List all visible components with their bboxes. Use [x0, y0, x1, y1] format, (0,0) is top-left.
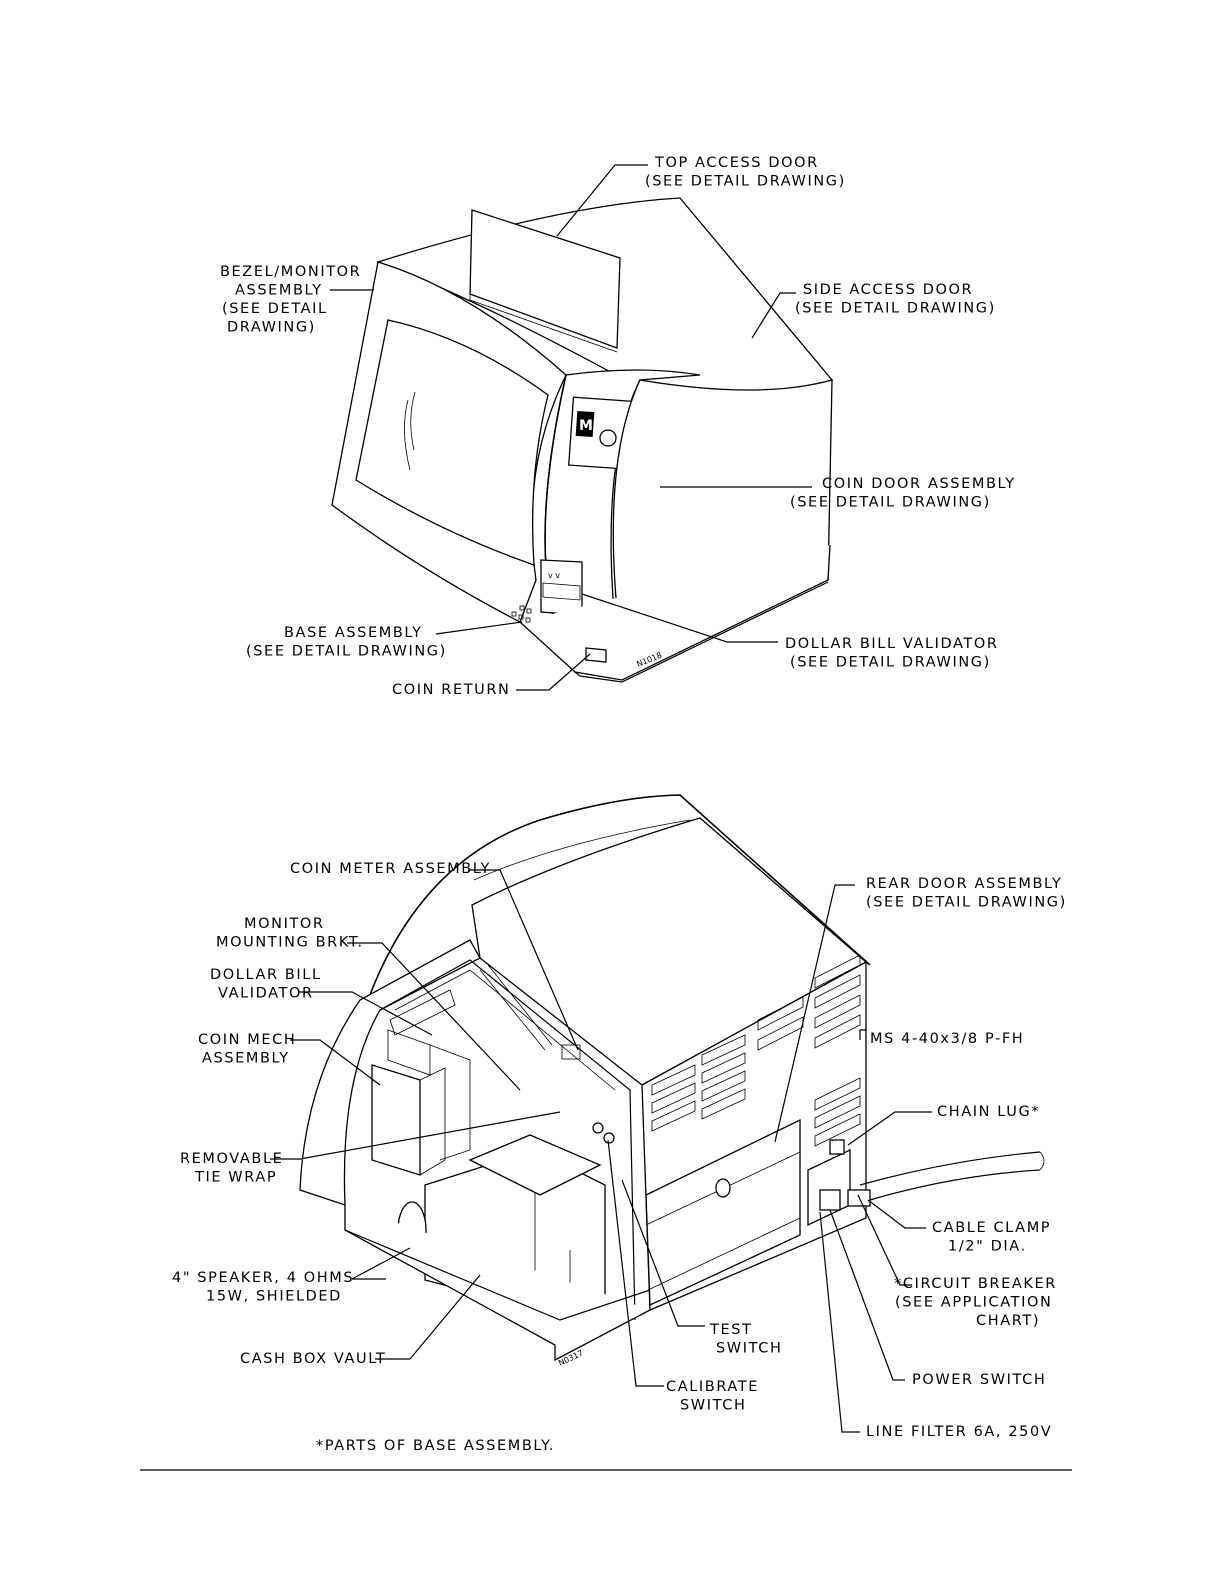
callout-label-coin-mech: COIN MECH: [198, 1032, 296, 1048]
cabinet-front-view: M v v N1018: [331, 197, 834, 683]
callout-label-test-switch: TEST: [709, 1322, 752, 1338]
callout-label-speaker: 4" SPEAKER, 4 OHMS: [172, 1270, 354, 1286]
top-access-door-flap: [469, 209, 621, 349]
callout-labels: TOP ACCESS DOOR (SEE DETAIL DRAWING) BEZEL…: [172, 155, 1067, 1454]
footnote: *PARTS OF BASE ASSEMBLY.: [316, 1438, 555, 1454]
callout-label-test-switch: SWITCH: [716, 1341, 782, 1357]
callout-label-top-access-door: TOP ACCESS DOOR: [654, 155, 819, 171]
callout-label-bezel-monitor: (SEE DETAIL: [222, 301, 328, 317]
callout-label-circuit-breaker: (SEE APPLICATION: [895, 1295, 1052, 1311]
callout-label-monitor-bracket: MONITOR: [244, 916, 325, 932]
callout-label-line-filter: LINE FILTER 6A, 250V: [866, 1424, 1052, 1440]
callout-label-bezel-monitor: BEZEL/MONITOR: [220, 264, 361, 280]
callout-label-chain-lug: CHAIN LUG*: [937, 1104, 1040, 1120]
callout-label-speaker: 15W, SHIELDED: [206, 1289, 342, 1305]
callout-label-dbv: DOLLAR BILL: [210, 967, 322, 983]
callout-label-coin-return: COIN RETURN: [392, 682, 511, 698]
callout-label-dbv: VALIDATOR: [218, 986, 314, 1002]
base-tray: [344, 1205, 651, 1362]
callout-label-tie-wrap: TIE WRAP: [194, 1170, 277, 1186]
callout-label-dollar-bill-validator: (SEE DETAIL DRAWING): [790, 655, 991, 671]
callout-label-cable-clamp: CABLE CLAMP: [932, 1220, 1051, 1236]
callout-label-coin-door: (SEE DETAIL DRAWING): [790, 495, 991, 511]
base-plinth: [519, 544, 831, 681]
callout-label-base-assembly: (SEE DETAIL DRAWING): [246, 644, 447, 660]
coin-return-slot: [585, 647, 607, 663]
svg-text:v v: v v: [548, 571, 560, 580]
callout-label-side-access-door: SIDE ACCESS DOOR: [803, 282, 973, 298]
callout-label-base-assembly: BASE ASSEMBLY: [284, 625, 423, 641]
callout-label-top-access-door: (SEE DETAIL DRAWING): [645, 174, 846, 190]
callout-label-rear-door: REAR DOOR ASSEMBLY: [866, 876, 1062, 892]
callout-label-coin-door: COIN DOOR ASSEMBLY: [822, 476, 1016, 492]
callout-label-coin-mech: ASSEMBLY: [202, 1051, 290, 1067]
callout-label-cable-clamp: 1/2" DIA.: [948, 1239, 1027, 1255]
cabinet-rear-view: N0317: [299, 794, 1045, 1368]
callout-label-bezel-monitor: DRAWING): [227, 320, 316, 336]
coin-mech-box: [371, 1064, 421, 1176]
callout-label-circuit-breaker: CHART): [976, 1313, 1040, 1329]
bill-validator-slot: [540, 559, 583, 616]
callout-label-cash-box: CASH BOX VAULT: [240, 1351, 386, 1367]
callout-label-side-access-door: (SEE DETAIL DRAWING): [795, 301, 996, 317]
svg-text:M: M: [579, 418, 593, 434]
callout-label-dollar-bill-validator: DOLLAR BILL VALIDATOR: [785, 636, 999, 652]
bottom-view-leaders: [270, 869, 932, 1433]
callout-label-calibrate-switch: CALIBRATE: [666, 1379, 759, 1395]
callout-label-tie-wrap: REMOVABLE: [180, 1151, 283, 1167]
callout-label-ms-screw: MS 4-40x3/8 P-FH: [870, 1031, 1024, 1047]
top-view-leaders: [330, 164, 812, 691]
monitor-screen: [355, 319, 549, 566]
callout-label-monitor-bracket: MOUNTING BRKT.: [216, 935, 364, 951]
callout-label-power-switch: POWER SWITCH: [912, 1372, 1046, 1388]
callout-label-calibrate-switch: SWITCH: [680, 1398, 746, 1414]
bezel-shell: [299, 939, 481, 1206]
callout-label-bezel-monitor: ASSEMBLY: [235, 283, 323, 299]
callout-label-circuit-breaker: *CIRCUIT BREAKER: [894, 1276, 1057, 1292]
callout-label-rear-door: (SEE DETAIL DRAWING): [866, 895, 1067, 911]
callout-label-coin-meter: COIN METER ASSEMBLY: [290, 861, 491, 877]
